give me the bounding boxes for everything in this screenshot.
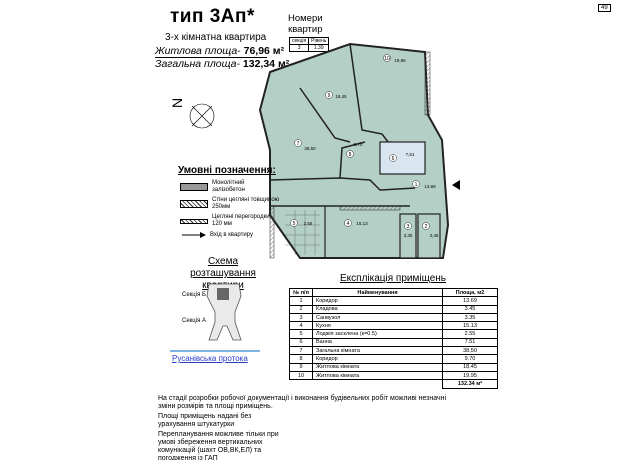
- living-area-label: Житлова площа-: [155, 45, 241, 57]
- legend-partition-line1: Цегляні перегородки: [212, 214, 270, 220]
- legend-entrance-arrow-icon: [182, 232, 206, 238]
- wall-main-corridor: [269, 177, 416, 191]
- legend-swatch-brick-wall: [180, 200, 208, 208]
- apartment-numbers-line1: Номери: [288, 13, 323, 24]
- room-9-number: 9: [328, 93, 331, 99]
- wall-8: [339, 141, 366, 179]
- apartment-numbers-line2: квартир: [288, 24, 323, 35]
- note-1: На стадії розробки робочої документації …: [158, 395, 447, 410]
- room-5-area: 2,55: [304, 221, 313, 226]
- legend-title: Умовні позначення:: [178, 165, 276, 176]
- room-3-area: 3,35: [404, 233, 413, 238]
- river-label: Русанівська протока: [172, 354, 248, 363]
- header-number: № п/п: [289, 287, 313, 298]
- room-1-area: 13,69: [424, 184, 436, 189]
- entrance-arrow: [452, 180, 460, 190]
- note-3: Перепланування можливе тільки при умові …: [158, 431, 279, 460]
- header-area: Площа, м2: [442, 287, 498, 298]
- room-8-area: 9,70: [354, 142, 363, 147]
- bathroom-6: [379, 141, 426, 175]
- note-2: Площі приміщень надані без урахування шт…: [158, 413, 252, 428]
- living-area-value: 76,96 м²: [243, 45, 285, 57]
- section-a-label: Секція А: [182, 318, 206, 324]
- living-area-line: Житлова площа- 76,96 м²: [155, 45, 284, 57]
- section-b-label: Секція Б: [182, 292, 206, 298]
- room-4-area: 15,13: [356, 221, 368, 226]
- legend-concrete-line1: Монолітний: [212, 180, 245, 186]
- wall-9-10: [349, 43, 383, 135]
- notes-block: На стадії розробки робочої документації …: [158, 395, 458, 460]
- north-letter: N: [169, 98, 185, 108]
- room-2-area: 3,45: [430, 233, 439, 238]
- legend-item-concrete: Монолітний залізобетон: [180, 180, 290, 194]
- room-8-number: 8: [349, 152, 352, 158]
- mini-cell-level: 1.39: [308, 44, 330, 52]
- legend-brick-wall-line1: Стіни цегляні товщиною: [212, 197, 280, 203]
- room-3-box: [399, 213, 417, 259]
- room-10-area: 19,95: [394, 58, 406, 63]
- room-3-number: 3: [407, 224, 410, 230]
- apartment-highlight: [217, 288, 229, 300]
- river-line: [170, 350, 260, 352]
- legend-swatch-partition: [180, 218, 208, 224]
- explication-title: Експлікація приміщень: [340, 273, 446, 284]
- room-5-number: 5: [293, 221, 296, 227]
- building-outline: [206, 283, 242, 341]
- room-7-area: 38,50: [304, 146, 316, 151]
- explication-total-row: 132.34 м²: [290, 379, 498, 389]
- legend-concrete-line2: залізобетон: [212, 187, 245, 193]
- apartment-numbers-table: секція Рівень 3 1.39: [288, 37, 330, 52]
- legend-brick-wall-line2: 250мм: [212, 204, 231, 210]
- area-divider: [155, 57, 267, 58]
- room-2-number: 2: [425, 224, 428, 230]
- legend-item-partition: Цегляні перегородки 120 мм: [180, 214, 290, 228]
- floor-plan: 7 38,50 9 18,45 10 19,95 8 9,70 6 7,51 1…: [258, 42, 460, 259]
- apartment-numbers-title: Номери квартир: [288, 13, 323, 35]
- hatched-wall-kitchen: [339, 205, 401, 211]
- apartment-subtitle: 3-х кімнатна квартира: [165, 32, 267, 43]
- room-1-number: 1: [415, 182, 418, 188]
- total-area-value: 132,34 м²: [242, 58, 290, 70]
- total-area-line: Загальна площа- 132,34 м²: [155, 58, 289, 70]
- loggia-tiles: [285, 210, 320, 255]
- compass-line-2: [191, 105, 213, 127]
- legend-list: Монолітний залізобетон Стіни цегляні тов…: [180, 180, 290, 239]
- legend-swatch-concrete: [180, 183, 208, 191]
- room-10-number: 10: [384, 56, 390, 62]
- room-6-number: 6: [392, 156, 395, 162]
- explication-header-row: № п/п Найменування Площа, м2: [289, 287, 498, 298]
- page-number: 49: [598, 4, 611, 12]
- wall-7-9: [299, 87, 351, 143]
- room-6-area: 7,51: [406, 152, 415, 157]
- legend-entrance-label: Вхід в квартиру: [210, 231, 253, 238]
- hatched-wall-left: [269, 205, 275, 259]
- north-compass: N: [169, 98, 215, 129]
- building-schema: [206, 283, 242, 341]
- room-4-number: 4: [347, 221, 350, 227]
- legend-partition-line2: 120 мм: [212, 221, 232, 227]
- total-area-label: Загальна площа-: [155, 58, 240, 70]
- compass-circle: [189, 103, 215, 129]
- schema-title-line1: Схема розташування: [190, 256, 256, 279]
- room-9-area: 18,45: [335, 94, 347, 99]
- header-name: Найменування: [312, 287, 443, 298]
- apartment-type-title: тип 3Ап*: [170, 6, 255, 27]
- hatched-wall-right: [424, 51, 431, 116]
- explication-total: 132.34 м²: [442, 379, 498, 389]
- legend-item-brick-wall: Стіни цегляні товщиною 250мм: [180, 197, 290, 211]
- room-7-number: 7: [297, 141, 300, 147]
- legend-item-entrance: Вхід в квартиру: [180, 231, 290, 239]
